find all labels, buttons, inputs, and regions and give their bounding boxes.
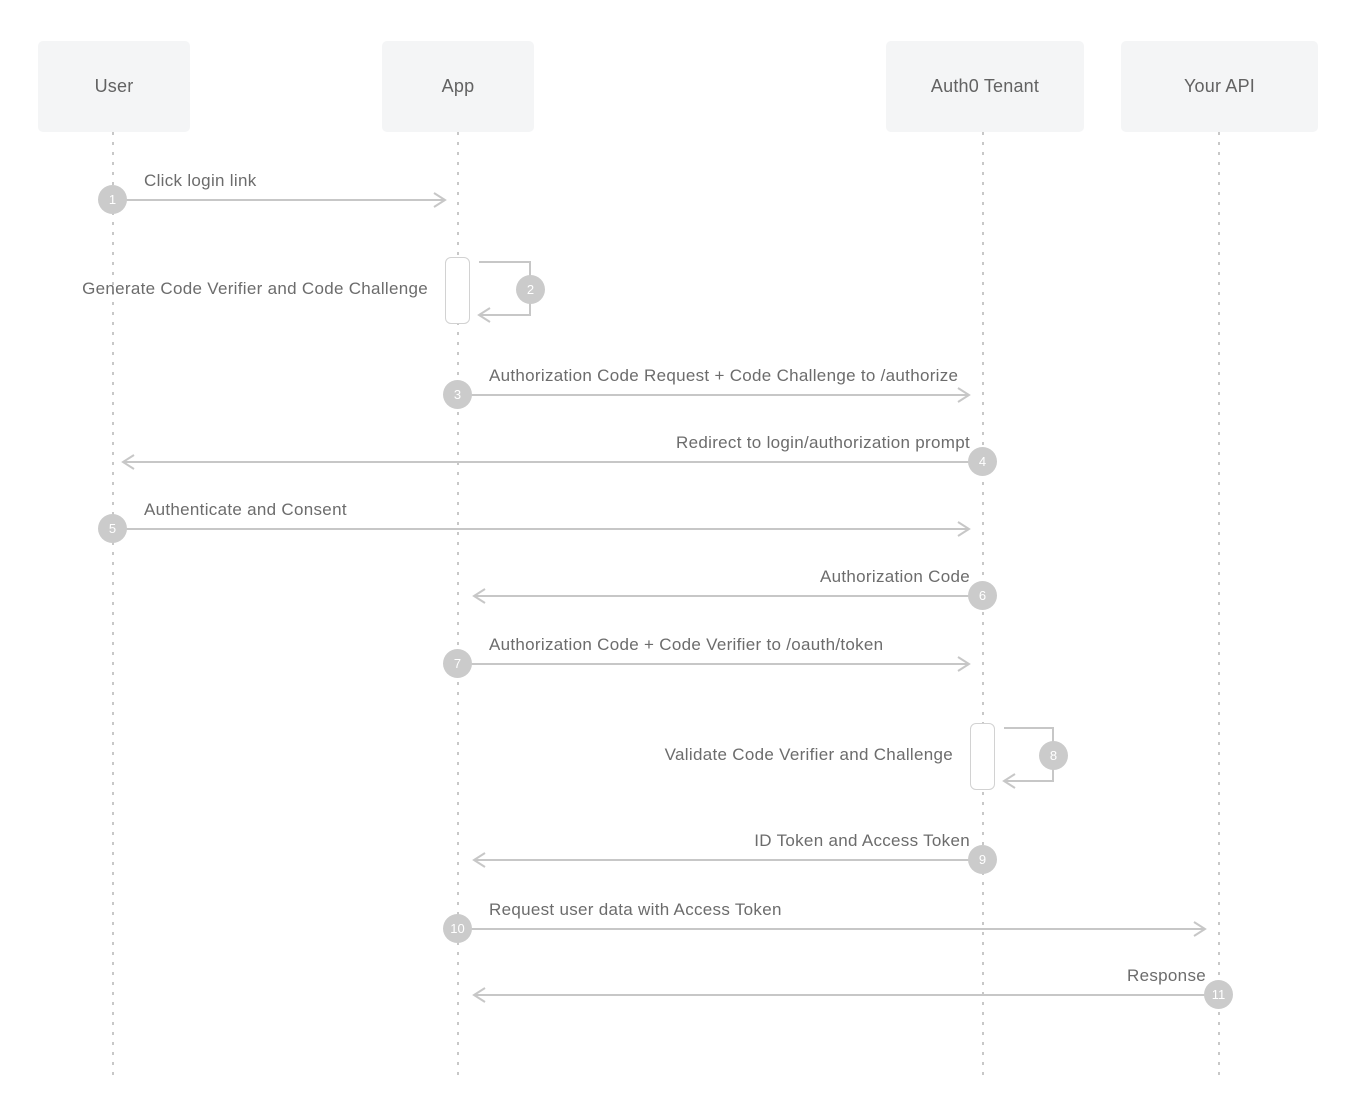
step-number-3: 3 — [443, 380, 472, 409]
activation-box-8 — [970, 723, 995, 790]
step-number-6: 6 — [968, 581, 997, 610]
step-label-10: Request user data with Access Token — [489, 900, 782, 919]
actor-box-user: User — [38, 41, 190, 132]
step-label-6: Authorization Code — [820, 567, 970, 586]
step-label-11: Response — [1127, 966, 1206, 985]
step-label-3: Authorization Code Request + Code Challe… — [489, 366, 959, 385]
actor-box-app: App — [382, 41, 534, 132]
step-number-4: 4 — [968, 447, 997, 476]
step-number-2: 2 — [516, 275, 545, 304]
lifeline-your-api — [1218, 132, 1220, 1078]
step-number-5: 5 — [98, 514, 127, 543]
step-label-5: Authenticate and Consent — [144, 500, 347, 519]
step-label-4: Redirect to login/authorization prompt — [676, 433, 970, 452]
step-number-1: 1 — [98, 185, 127, 214]
step-number-8: 8 — [1039, 741, 1068, 770]
step-label-7: Authorization Code + Code Verifier to /o… — [489, 635, 884, 654]
step-label-1: Click login link — [144, 171, 257, 190]
actor-label: Your API — [1184, 76, 1255, 96]
step-number-10: 10 — [443, 914, 472, 943]
actor-label: App — [441, 76, 475, 96]
lifeline-app — [457, 132, 459, 1078]
lifeline-user — [112, 132, 114, 1078]
step-label-2: Generate Code Verifier and Code Challeng… — [82, 279, 428, 298]
actor-box-your-api: Your API — [1121, 41, 1318, 132]
step-number-7: 7 — [443, 649, 472, 678]
activation-box-2 — [445, 257, 470, 324]
step-label-9: ID Token and Access Token — [754, 831, 970, 850]
actor-label: User — [94, 76, 134, 96]
actor-label: Auth0 Tenant — [930, 76, 1040, 96]
step-number-9: 9 — [968, 845, 997, 874]
actor-box-auth0-tenant: Auth0 Tenant — [886, 41, 1084, 132]
step-label-8: Validate Code Verifier and Challenge — [664, 745, 953, 764]
step-number-11: 11 — [1204, 980, 1233, 1009]
